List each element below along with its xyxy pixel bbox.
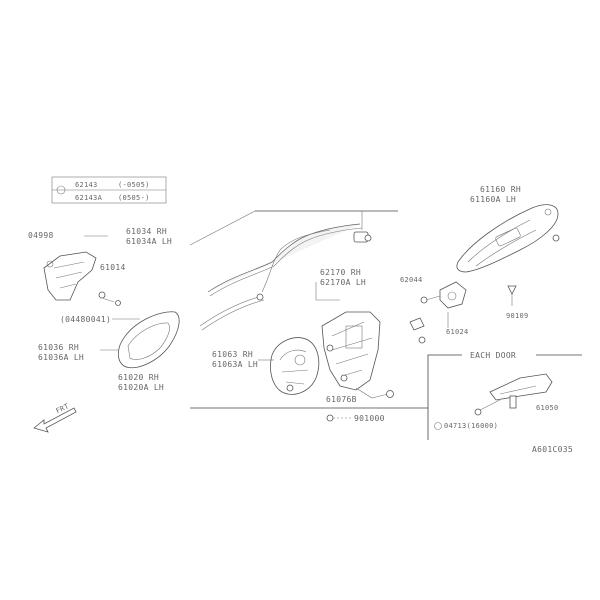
legend-row1-date: (-0505): [118, 181, 150, 189]
leader-61034: [189, 210, 256, 246]
label-61034a-lh: 61034A LH: [126, 237, 172, 246]
label-61036a-lh: 61036A LH: [38, 353, 84, 362]
label-61160a-lh: 61160A LH: [470, 195, 516, 204]
screw-90109: [507, 285, 517, 306]
label-bolt-ref: (04480041): [60, 315, 111, 324]
label-04998: 04998: [28, 231, 54, 240]
label-61063a-lh: 61063A LH: [212, 360, 258, 369]
front-direction-arrow: FRT: [33, 402, 77, 433]
label-61024: 61024: [446, 328, 469, 336]
door-latch: [321, 311, 394, 399]
outer-door-handle: [456, 204, 560, 273]
outer-handle-assembly: [43, 251, 121, 306]
label-62044: 62044: [400, 276, 423, 284]
door-striker: [409, 281, 467, 344]
label-each-door: EACH DOOR: [470, 351, 516, 360]
legend-row2-code: 62143A: [75, 194, 103, 202]
label-61076: 61076B: [326, 395, 357, 404]
each-door-detail: EACH DOOR: [427, 351, 582, 440]
label-61160-rh: 61160 RH: [480, 185, 521, 194]
legend-box: 62143 (-0505) 62143A (0505-): [51, 176, 167, 204]
label-90109: 90109: [506, 312, 529, 320]
label-61020a-lh: 61020A LH: [118, 383, 164, 392]
label-61063-rh: 61063 RH: [212, 350, 253, 359]
door-lock-actuator: [270, 337, 320, 395]
lock-cables: [199, 223, 372, 331]
label-901000: 901000: [354, 414, 385, 423]
label-61020-rh: 61020 RH: [118, 373, 159, 382]
label-61014: 61014: [100, 263, 126, 272]
legend-symbol-icon: [56, 185, 66, 195]
diagram-code: A601C035: [532, 445, 573, 454]
legend-row2-date: (0505-): [118, 194, 150, 202]
label-62170a-lh: 62170A LH: [320, 278, 366, 287]
label-61036-rh: 61036 RH: [38, 343, 79, 352]
bolt-symbol-icon: [434, 422, 442, 430]
legend-row1-code: 62143: [75, 181, 98, 189]
label-61050: 61050: [536, 404, 559, 412]
inner-handle-escutcheon: [117, 311, 180, 369]
label-04713: 04713(16000): [444, 422, 498, 430]
screw-901000: [326, 414, 352, 422]
label-61034-rh: 61034 RH: [126, 227, 167, 236]
label-62170-rh: 62170 RH: [320, 268, 361, 277]
